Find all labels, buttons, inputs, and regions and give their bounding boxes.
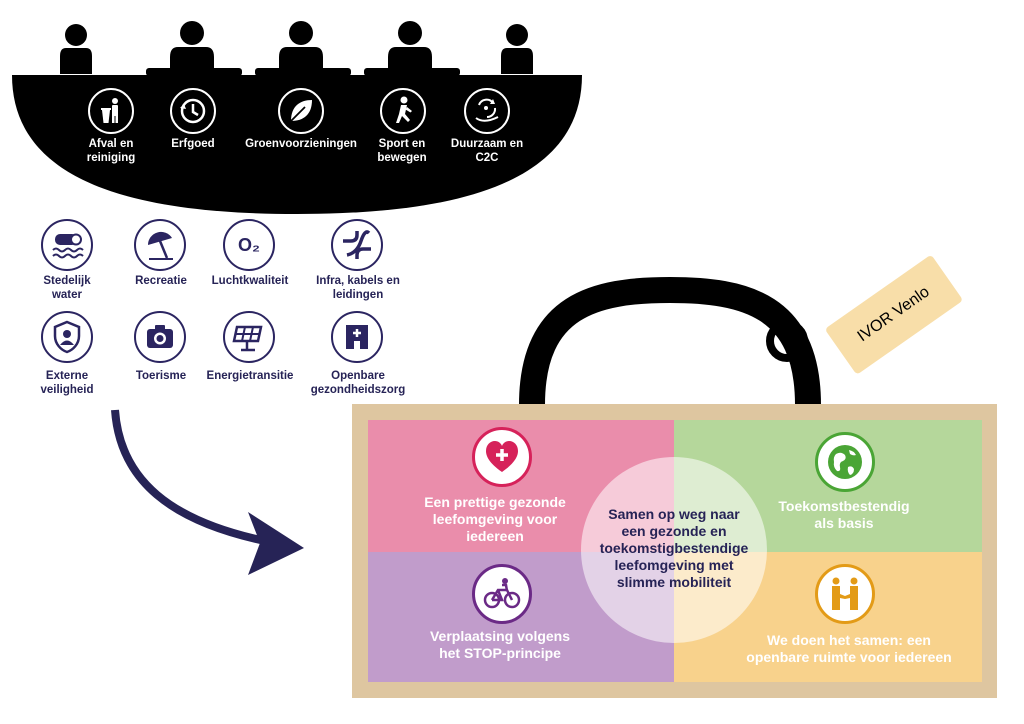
handshake-icon xyxy=(815,564,875,624)
table-label-erfgoed: Erfgoed xyxy=(171,138,215,150)
beach-umbrella-icon xyxy=(134,219,186,271)
recycle-hand-icon xyxy=(464,88,510,134)
water-waves-icon xyxy=(41,219,93,271)
center-circle xyxy=(581,457,767,643)
label-bottom-left: Verplaatsing volgens het STOP-principe xyxy=(429,628,571,661)
flow-arrow xyxy=(100,400,320,590)
table-label-afval: Afval en reiniging xyxy=(86,138,136,164)
table-top xyxy=(12,75,582,214)
grid-label-veiligheid: Externe veiligheid xyxy=(40,370,94,396)
solar-panel-icon xyxy=(223,311,275,363)
grid-label-zorg: Openbare gezondheidszorg xyxy=(310,370,406,396)
table-label-duurzaam: Duurzaam en C2C xyxy=(450,138,524,164)
seated-people xyxy=(60,21,533,76)
label-top-right: Toekomstbestendig als basis xyxy=(778,498,910,531)
globe-icon xyxy=(815,432,875,492)
grid-label-lucht: Luchtkwaliteit xyxy=(211,275,289,287)
shield-person-icon xyxy=(41,311,93,363)
table-label-groen: Groenvoorzieningen xyxy=(245,138,357,150)
grid-label-energie: Energietransitie xyxy=(206,370,294,382)
grid-label-water: Stedelijk water xyxy=(43,275,91,301)
o2-glyph: O₂ xyxy=(238,235,260,255)
label-top-left: Een prettige gezonde leefomgeving voor i… xyxy=(424,494,566,544)
o2-icon: O₂ xyxy=(223,219,275,271)
heritage-clock-icon xyxy=(170,88,216,134)
bicycle-icon xyxy=(472,564,532,624)
label-bottom-right: We doen het samen: een openbare ruimte v… xyxy=(746,632,952,665)
leaf-icon xyxy=(278,88,324,134)
hospital-icon xyxy=(331,311,383,363)
pipes-icon xyxy=(331,219,383,271)
grid-label-infra: Infra, kabels en leidingen xyxy=(316,275,400,301)
table-label-sport: Sport en bewegen xyxy=(377,138,427,164)
meeting-table-illustration xyxy=(0,0,600,220)
grid-label-recreatie: Recreatie xyxy=(135,275,187,287)
grid-label-toerisme: Toerisme xyxy=(135,370,187,382)
luggage-tag: IVOR Venlo xyxy=(824,254,964,375)
heart-plus-icon xyxy=(472,427,532,487)
center-text: Samen op weg naar een gezonde en toekoms… xyxy=(599,506,749,590)
waste-bin-person-icon xyxy=(88,88,134,134)
camera-icon xyxy=(134,311,186,363)
running-person-icon xyxy=(380,88,426,134)
suitcase-handle xyxy=(505,275,835,415)
tag-text: IVOR Venlo xyxy=(854,283,933,346)
